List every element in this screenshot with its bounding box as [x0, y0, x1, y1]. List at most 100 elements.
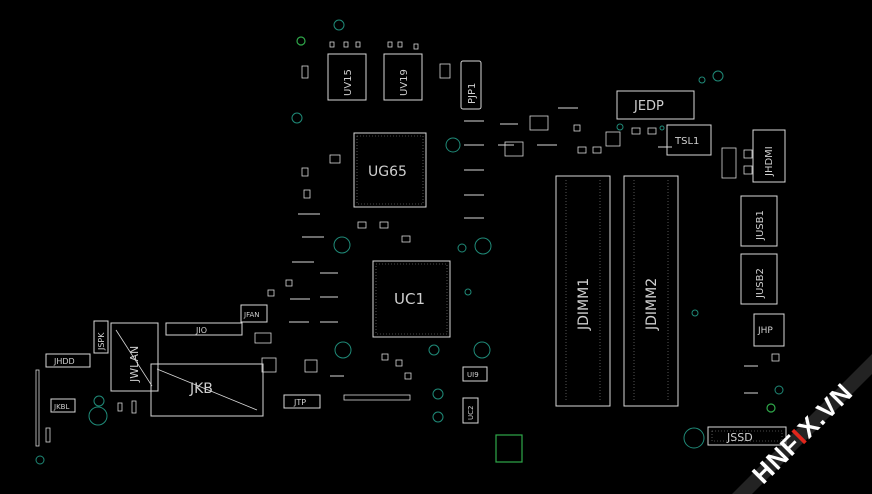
green-marker [495, 434, 523, 463]
passive-part [592, 146, 602, 154]
watermark-ribbon [732, 354, 872, 494]
label-jio: JIO [195, 326, 207, 335]
label-ui9: UI9 [467, 371, 479, 379]
chip-ug65[interactable]: UG65 [353, 132, 427, 208]
passive-part [381, 353, 389, 361]
via-hole [333, 236, 351, 254]
label-jedp: JEDP [633, 99, 664, 114]
passive-part [387, 41, 393, 48]
via-hole [698, 76, 706, 84]
chip-ui9[interactable]: UI9 [462, 366, 488, 382]
label-jdimm1: JDIMM1 [576, 278, 592, 331]
via-hole [464, 288, 472, 296]
marker-ring [296, 36, 306, 46]
label-jtp: JTP [293, 398, 306, 407]
passive-part [131, 400, 137, 414]
passive-part [529, 115, 549, 131]
connector-jhp[interactable]: JHP [753, 313, 785, 347]
connector-jfan[interactable]: JFAN [240, 304, 268, 323]
vias [35, 19, 784, 465]
connector-jspk[interactable]: JSPK [93, 320, 109, 354]
passive-part [439, 63, 451, 79]
connector-jdimm2[interactable]: JDIMM2 [623, 175, 679, 407]
label-jusb2: JUSB2 [755, 268, 766, 299]
connector-jkb[interactable]: JKB [150, 363, 264, 417]
chip-uc1[interactable]: UC1 [372, 260, 451, 338]
via-hole [93, 395, 105, 407]
connector-jedp[interactable]: JEDP [616, 90, 695, 120]
passive-part [117, 402, 123, 412]
passive-part [355, 41, 361, 48]
via-hole [291, 112, 303, 124]
connector-pjp1[interactable]: PJP1 [460, 60, 482, 110]
chip-uv19[interactable]: UV19 [383, 53, 423, 101]
passive-part [504, 141, 524, 157]
passive-part [413, 43, 419, 50]
via-hole [616, 123, 624, 131]
passive-part [343, 394, 411, 401]
label-jhp: JHP [757, 326, 773, 336]
via-hole [428, 344, 440, 356]
passive-part [577, 146, 587, 154]
via-hole [333, 19, 345, 31]
connector-jkbl[interactable]: JKBL [50, 398, 76, 413]
connector-jssd[interactable]: JSSD [707, 426, 787, 446]
via-hole [432, 411, 444, 423]
component-tsl1[interactable]: TSL1 [666, 124, 712, 156]
passive-part [395, 359, 403, 367]
via-hole [457, 243, 467, 253]
label-pjp1: PJP1 [467, 83, 478, 104]
via-hole [334, 341, 352, 359]
label-jhdd: JHDD [53, 357, 75, 366]
chip-uc2[interactable]: UC2 [462, 397, 479, 424]
label-jdimm2: JDIMM2 [644, 278, 660, 331]
passive-part [743, 165, 753, 175]
passive-part [631, 127, 641, 135]
label-jusb1: JUSB1 [755, 210, 766, 241]
passive-part [329, 41, 335, 48]
passive-part [647, 127, 657, 135]
label-jkbl: JKBL [53, 403, 69, 411]
via-hole [474, 237, 492, 255]
connector-jwlan[interactable]: JWLAN [110, 322, 159, 392]
label-uv15: UV15 [343, 69, 354, 96]
via-hole [659, 125, 665, 131]
passive-part [343, 41, 349, 48]
passive-part [267, 289, 275, 297]
passive-part [404, 372, 412, 380]
label-jspk: JSPK [97, 332, 106, 351]
passive-components [35, 41, 780, 447]
via-hole [473, 341, 491, 359]
via-hole [774, 385, 784, 395]
via-hole [691, 309, 699, 317]
label-jfan: JFAN [243, 311, 259, 319]
label-tsl1: TSL1 [674, 136, 699, 147]
chip-uv15[interactable]: UV15 [327, 53, 367, 101]
passive-part [357, 221, 367, 229]
passive-part [743, 149, 753, 159]
passive-part [605, 131, 621, 147]
via-hole [445, 137, 461, 153]
via-hole [432, 388, 444, 400]
passive-part [397, 41, 403, 48]
passive-part [285, 279, 293, 287]
connector-jhdd[interactable]: JHDD [45, 353, 91, 368]
watermark: HNFIX.VN [732, 354, 872, 494]
passive-part [401, 235, 411, 243]
passive-part [304, 359, 318, 373]
connector-jusb1[interactable]: JUSB1 [740, 195, 778, 247]
label-jssd: JSSD [726, 431, 753, 444]
connector-jtp[interactable]: JTP [283, 394, 321, 409]
passive-part [301, 167, 309, 177]
connector-jio[interactable]: JIO [165, 322, 243, 336]
label-jhdmi: JHDMI [764, 146, 775, 177]
label-uc2: UC2 [467, 406, 475, 420]
passive-part [45, 427, 51, 443]
connector-jusb2[interactable]: JUSB2 [740, 253, 778, 305]
connector-jdimm1[interactable]: JDIMM1 [555, 175, 611, 407]
passive-part [379, 221, 389, 229]
connector-jhdmi[interactable]: JHDMI [752, 129, 786, 183]
passive-part [329, 154, 341, 164]
passive-part [721, 147, 737, 179]
